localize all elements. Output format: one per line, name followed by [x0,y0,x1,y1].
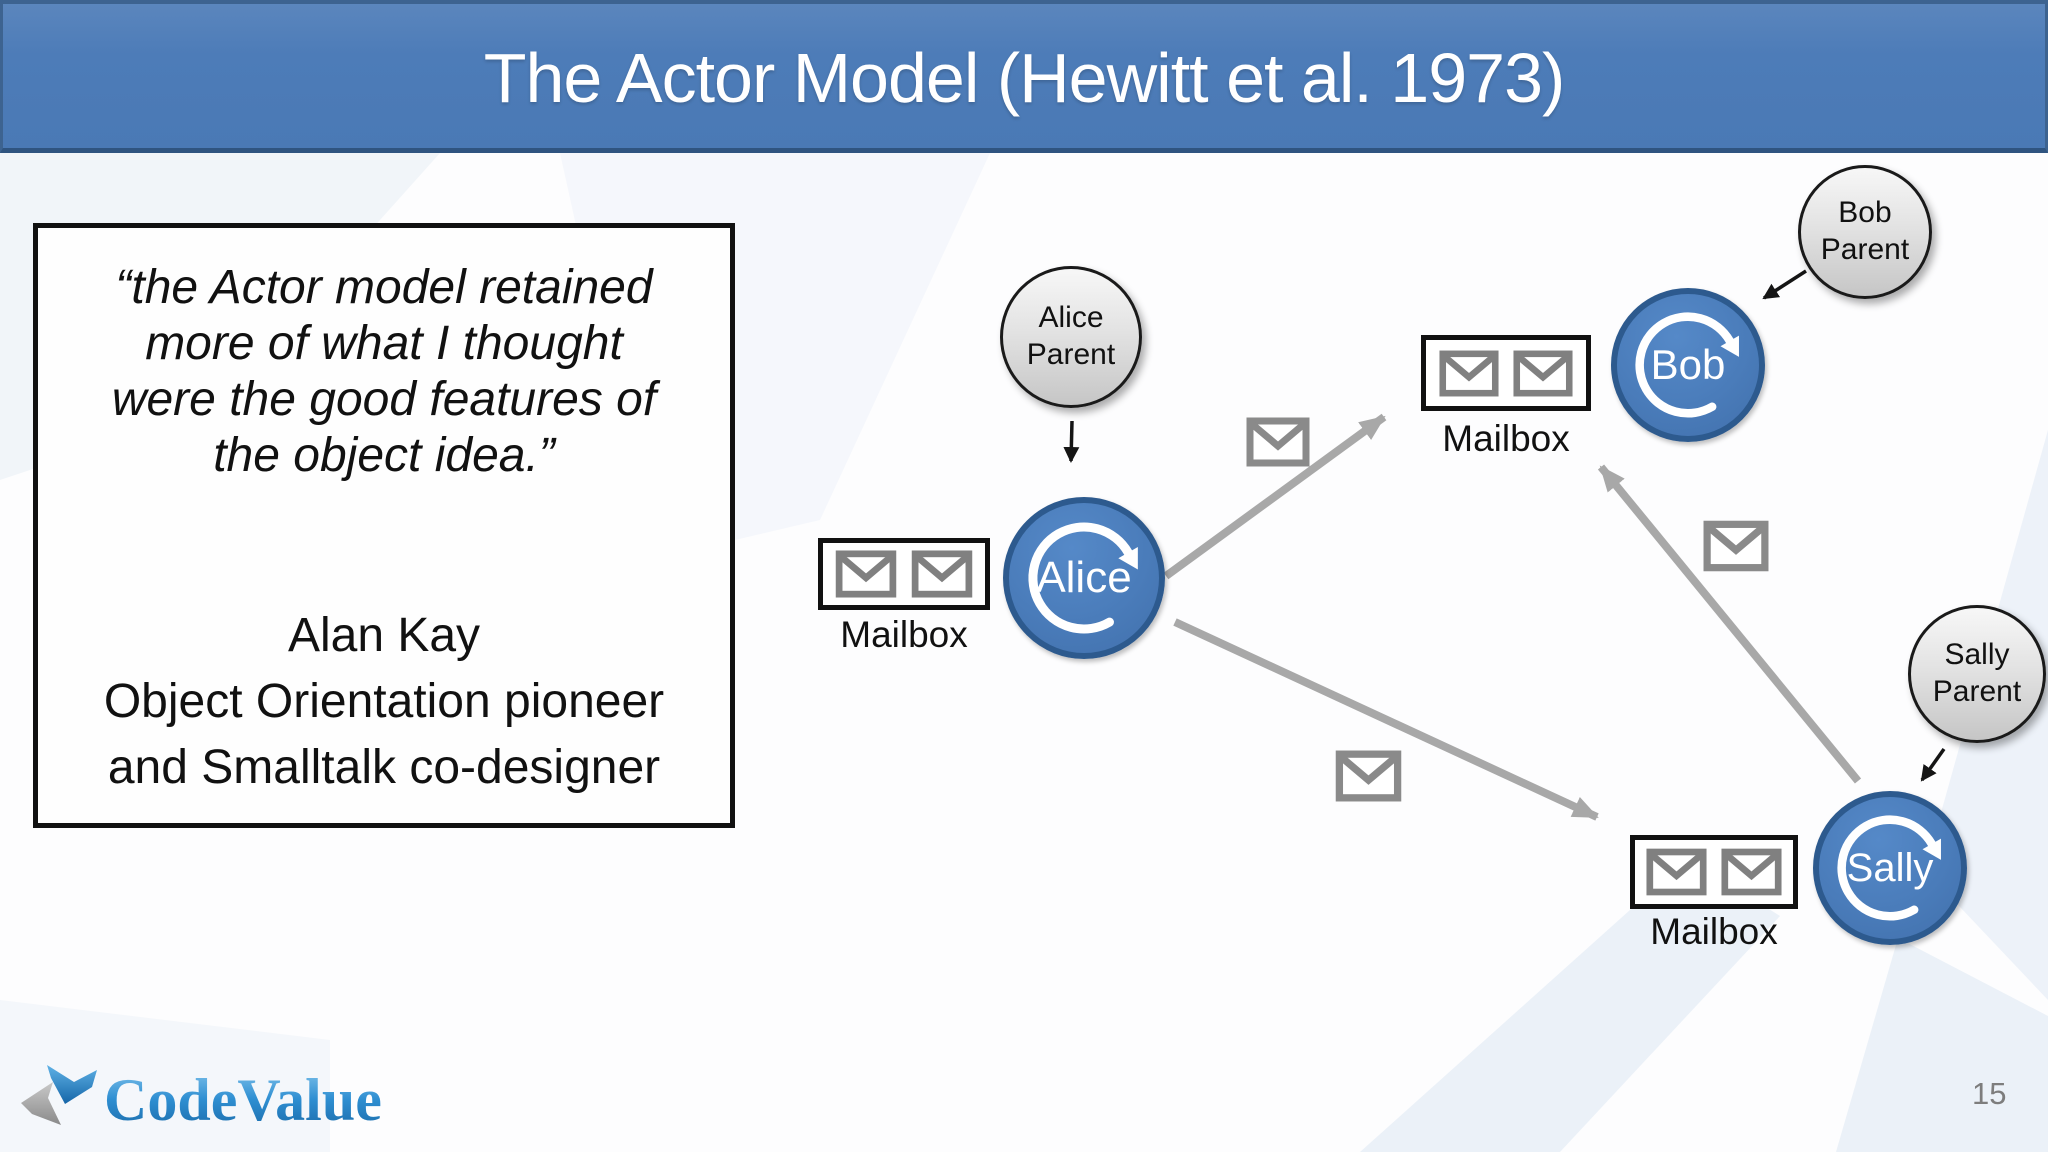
quote-line: “the Actor model retained [115,261,653,314]
envelope-icon [1439,350,1499,396]
alice-mailbox-label: Mailbox [840,614,968,655]
page-number: 15 [1972,1076,2007,1111]
quote-box: “the Actor model retained more of what I… [33,223,735,828]
slide-title: The Actor Model (Hewitt et al. 1973) [483,39,1566,117]
parent-label-line: Parent [1820,233,1910,266]
parent-label-line: Sally [1944,638,2010,672]
sally-mailbox [1630,835,1798,909]
quote-author-role: and Smalltalk co-designer [107,741,661,795]
quote-text: “the Actor model retained more of what I… [38,260,730,485]
codevalue-logo-text: CodeValue [104,1067,382,1133]
actor-label: Bob [1650,341,1726,388]
message-envelope-icon [1335,750,1402,802]
codevalue-logo-icon [21,1065,97,1125]
quote-author-role: Object Orientation pioneer [103,674,665,728]
envelope-icon [835,550,897,598]
bob-mailbox-label: Mailbox [1442,418,1570,459]
header-bar: The Actor Model (Hewitt et al. 1973) [0,0,2048,153]
alice-mailbox [818,538,990,610]
cycle-arrow-icon [1837,815,1941,921]
arrow-alice-to-sally-mailbox [1173,618,1599,821]
quote-author-name: Alan Kay [287,608,481,662]
arrow-sally-parent-to-sally [1920,747,1946,782]
envelope-icon [1721,848,1782,896]
quote-line: the object idea.” [213,429,555,483]
sally-parent-node: Sally Parent [1908,605,2046,743]
parent-label-line: Bob [1838,196,1892,230]
parent-label-line: Parent [1026,338,1116,371]
alice-actor-node: Alice [1003,497,1165,659]
envelope-icon [1513,350,1573,396]
message-envelope-icon [1246,417,1310,467]
envelope-icon [1646,848,1707,896]
arrow-alice-parent-to-alice [1063,420,1080,463]
message-envelope-icon [1703,520,1769,572]
actor-label: Alice [1036,553,1132,602]
quote-line: were the good features of [111,373,657,427]
codevalue-logo: CodeValue [18,1052,382,1134]
arrow-bob-parent-to-bob [1762,269,1807,300]
alice-parent-node: Alice Parent [1000,266,1142,408]
arrow-sally-to-bob-mailbox [1597,464,1862,784]
parent-label-line: Parent [1932,675,2022,708]
sally-mailbox-label: Mailbox [1650,911,1778,952]
bob-mailbox [1421,335,1591,411]
bob-actor-node: Bob [1611,288,1765,442]
quote-line: more of what I thought [145,317,623,371]
cycle-arrow-icon [1635,312,1739,418]
actor-label: Sally [1846,845,1934,890]
envelope-icon [911,550,973,598]
parent-label-line: Alice [1038,301,1104,335]
quote-attribution: Alan Kay Object Orientation pioneer and … [38,603,730,802]
arrow-alice-to-bob-mailbox [1163,413,1387,580]
bob-parent-node: Bob Parent [1798,165,1932,299]
sally-actor-node: Sally [1813,791,1967,945]
cycle-arrow-icon [1028,522,1138,634]
